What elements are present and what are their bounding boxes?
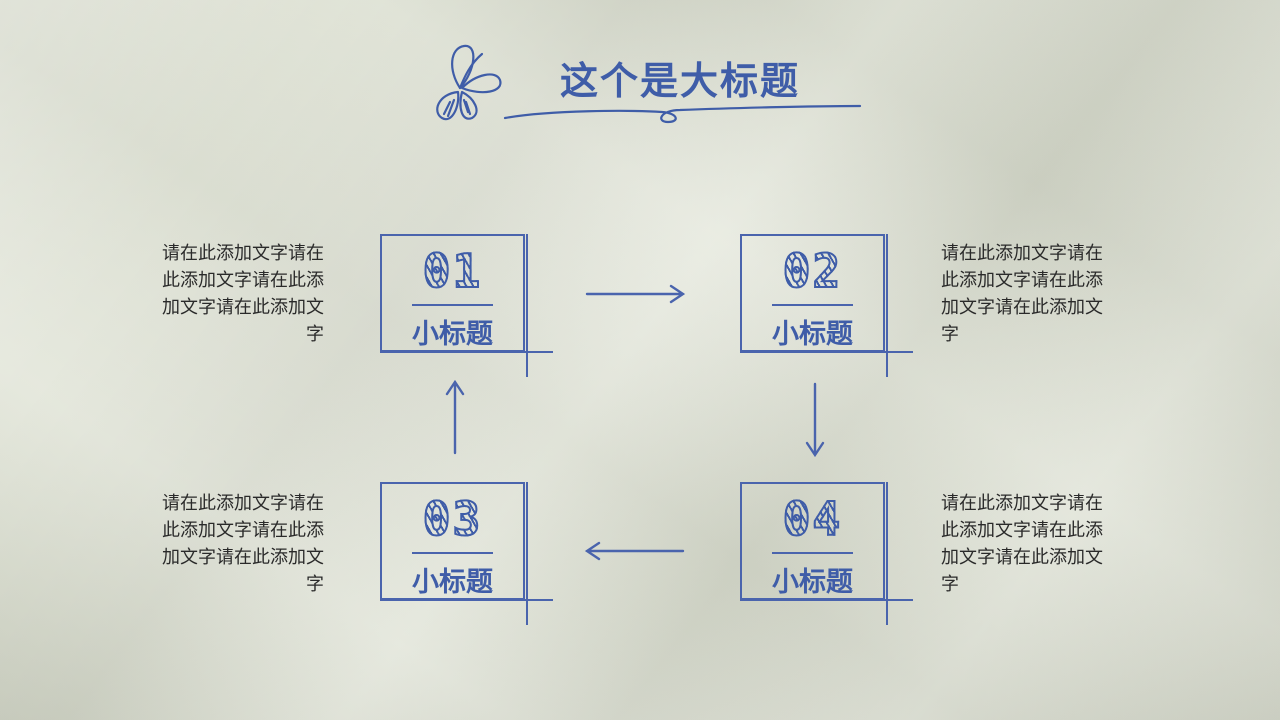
butterfly-icon bbox=[436, 44, 862, 124]
step-title: 小标题 bbox=[412, 319, 493, 350]
step-box-01: 01 小标题 bbox=[380, 234, 525, 352]
box-corner-line bbox=[380, 351, 553, 353]
box-corner-line bbox=[526, 234, 528, 377]
box-corner-line bbox=[740, 351, 913, 353]
box-corner-line bbox=[740, 599, 913, 601]
step-number: 02 bbox=[742, 243, 883, 299]
step-description-02: 请在此添加文字请在此添加文字请在此添加文字请在此添加文字 bbox=[941, 243, 1103, 345]
divider bbox=[412, 552, 493, 554]
step-box-03: 03 小标题 bbox=[380, 482, 525, 600]
divider bbox=[772, 304, 853, 306]
box-corner-line bbox=[380, 599, 553, 601]
divider bbox=[412, 304, 493, 306]
step-number: 03 bbox=[382, 491, 523, 547]
box-corner-line bbox=[886, 234, 888, 377]
step-number: 01 bbox=[382, 243, 523, 299]
step-description-03: 请在此添加文字请在此添加文字请在此添加文字请在此添加文字 bbox=[162, 493, 324, 595]
step-description-04: 请在此添加文字请在此添加文字请在此添加文字请在此添加文字 bbox=[941, 493, 1103, 595]
arrow-down-icon bbox=[805, 382, 825, 458]
step-box-04: 04 小标题 bbox=[740, 482, 885, 600]
box-corner-line bbox=[526, 482, 528, 625]
step-description-01: 请在此添加文字请在此添加文字请在此添加文字请在此添加文字 bbox=[162, 243, 324, 345]
divider bbox=[772, 552, 853, 554]
step-title: 小标题 bbox=[772, 567, 853, 598]
arrow-right-icon bbox=[585, 284, 686, 304]
step-number: 04 bbox=[742, 491, 883, 547]
arrow-left-icon bbox=[584, 541, 685, 561]
box-corner-line bbox=[886, 482, 888, 625]
step-box-02: 02 小标题 bbox=[740, 234, 885, 352]
step-title: 小标题 bbox=[412, 567, 493, 598]
arrow-up-icon bbox=[445, 379, 465, 455]
page-title: 这个是大标题 bbox=[560, 59, 801, 103]
step-title: 小标题 bbox=[772, 319, 853, 350]
